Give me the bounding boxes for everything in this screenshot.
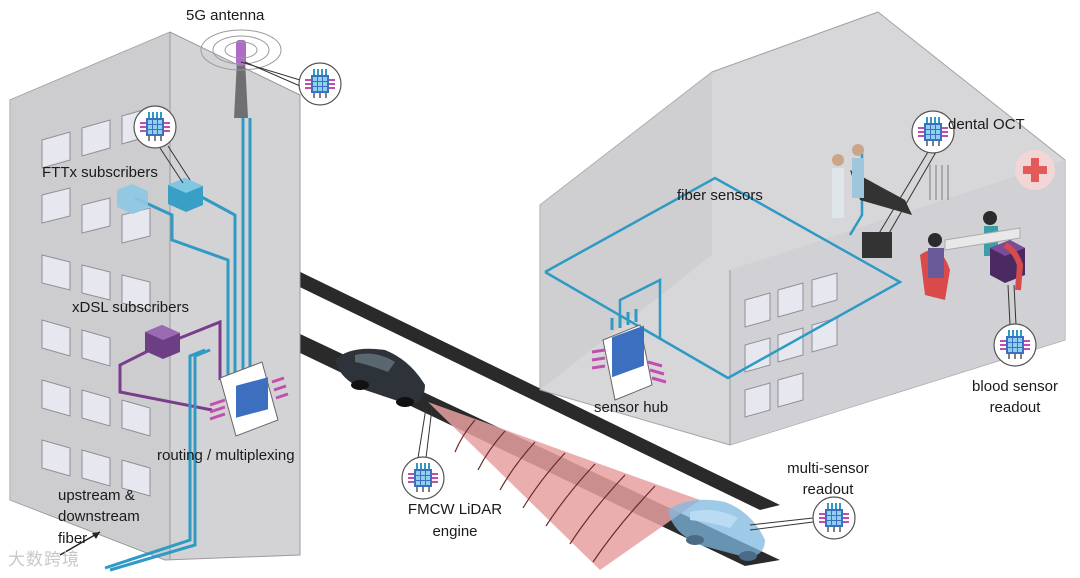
chip-callout-fttx bbox=[133, 105, 177, 149]
chip-callout-antenna bbox=[298, 62, 342, 106]
sensor-hub-chip bbox=[591, 309, 667, 401]
blood-sensor-scene bbox=[920, 211, 1025, 300]
lidar-beam bbox=[428, 402, 700, 570]
upstream-label-line3: fiber bbox=[58, 530, 88, 547]
upstream-label-line2: downstream bbox=[58, 508, 140, 525]
xdsl-label: xDSL subscribers bbox=[72, 299, 189, 316]
fttx-cube-1 bbox=[168, 178, 203, 212]
left-building bbox=[9, 31, 301, 561]
multi-sensor-label-line1: multi-sensor bbox=[787, 460, 869, 477]
upstream-label-line1: upstream & bbox=[58, 487, 135, 504]
routing-label: routing / multiplexing bbox=[157, 447, 295, 464]
fttx-label: FTTx subscribers bbox=[42, 164, 158, 181]
xdsl-cube bbox=[145, 325, 180, 359]
blood-sensor-label-line2: readout bbox=[989, 399, 1041, 416]
callout-leaders bbox=[159, 61, 1017, 531]
red-cross-icon bbox=[1023, 158, 1047, 182]
blue-car bbox=[668, 499, 765, 561]
chip-callout-lidar bbox=[401, 456, 445, 500]
lidar-label-line1: FMCW LiDAR bbox=[407, 501, 503, 518]
antenna-label: 5G antenna bbox=[186, 7, 265, 24]
sensor-hub-label: sensor hub bbox=[594, 399, 669, 416]
blood-sensor-label-line1: blood sensor bbox=[972, 378, 1058, 395]
multi-sensor-label-line2: readout bbox=[802, 481, 854, 498]
upstream-arrow bbox=[59, 531, 101, 556]
fttx-cube-2 bbox=[117, 184, 148, 214]
chip-callout-multisensor bbox=[812, 496, 856, 540]
dark-car bbox=[335, 348, 425, 407]
dental-oct-label: dental OCT bbox=[948, 116, 1025, 133]
antenna-mast bbox=[200, 29, 282, 118]
chip-callout-blood bbox=[993, 323, 1037, 367]
watermark: 大数跨境 bbox=[8, 550, 80, 570]
fiber-sensors-label: fiber sensors bbox=[677, 187, 763, 204]
routing-chip bbox=[209, 361, 289, 437]
lidar-label-line2: engine bbox=[432, 523, 478, 540]
